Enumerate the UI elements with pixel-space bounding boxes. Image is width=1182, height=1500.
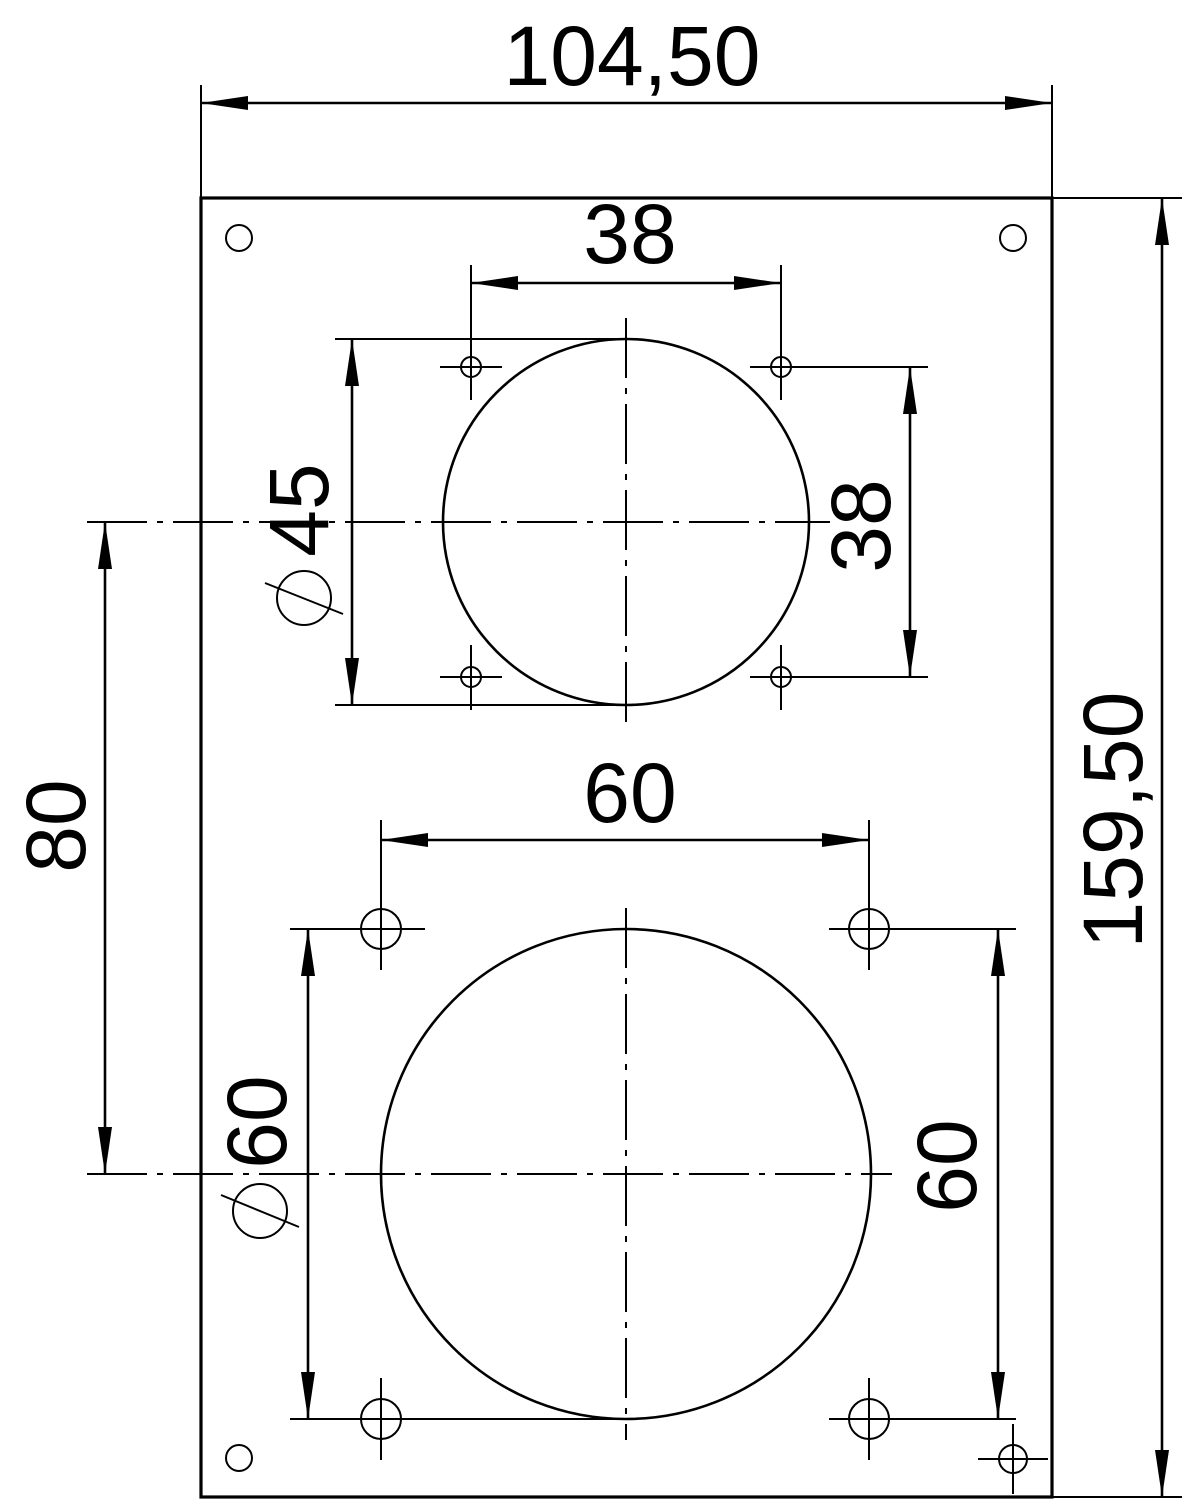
lower-hole-top-left (290, 820, 425, 970)
overall-width-label: 104,50 (504, 9, 761, 103)
arrow-up-icon (98, 522, 112, 569)
arrow-down-icon (991, 1372, 1005, 1419)
arrow-up-icon (1155, 198, 1169, 245)
corner-hole-top-right (999, 224, 1027, 252)
upper-hole-spacing-vertical-dimension: 38 (814, 367, 917, 677)
arrow-left-icon (471, 276, 518, 290)
upper-hole-spacing-horizontal-label: 38 (583, 187, 676, 281)
arrow-down-icon (345, 658, 359, 705)
arrow-right-icon (734, 276, 781, 290)
center-distance-label: 80 (9, 779, 103, 872)
arrow-down-icon (1155, 1450, 1169, 1497)
arrow-down-icon (98, 1127, 112, 1174)
upper-hole-bottom-right (750, 645, 928, 710)
lower-hole-spacing-vertical-dimension: 60 (900, 929, 1005, 1419)
arrow-left-icon (381, 833, 428, 847)
upper-hole-top-right (750, 265, 928, 400)
corner-hole-bottom-left (225, 1444, 253, 1472)
upper-hole-spacing-horizontal-dimension: 38 (471, 187, 781, 290)
lower-hole-top-right (829, 820, 1016, 970)
plate-outline (199, 196, 1054, 1499)
center-distance-dimension: 80 (9, 522, 112, 1174)
upper-hole-top-left (440, 265, 502, 400)
upper-cutout: 38 38 45 (87, 187, 928, 722)
arrow-right-icon (822, 833, 869, 847)
arrow-down-icon (903, 630, 917, 677)
arrow-up-icon (345, 339, 359, 386)
overall-width-dimension: 104,50 (200, 9, 1053, 198)
upper-hole-bottom-left (440, 645, 502, 710)
lower-diameter-label: 60 (210, 1075, 304, 1168)
arrow-left-icon (201, 96, 248, 110)
diameter-symbol-icon (264, 570, 344, 626)
lower-hole-spacing-vertical-label: 60 (900, 1119, 994, 1212)
arrow-up-icon (301, 929, 315, 976)
arrow-up-icon (903, 367, 917, 414)
upper-diameter-dimension: 45 (252, 338, 626, 706)
corner-hole-bottom-right (978, 1424, 1048, 1494)
overall-height-label: 159,50 (1066, 692, 1160, 949)
arrow-right-icon (1005, 96, 1052, 110)
lower-hole-bottom-right (829, 1378, 1016, 1460)
arrow-down-icon (301, 1372, 315, 1419)
upper-hole-spacing-vertical-label: 38 (814, 479, 908, 572)
lower-cutout: 60 60 60 (87, 746, 1016, 1460)
arrow-up-icon (991, 929, 1005, 976)
lower-hole-spacing-horizontal-label: 60 (583, 746, 676, 840)
overall-height-dimension: 159,50 (1052, 197, 1182, 1498)
corner-hole-top-left (225, 224, 253, 252)
diameter-symbol-icon (220, 1183, 300, 1239)
upper-diameter-label: 45 (252, 463, 346, 556)
lower-hole-spacing-horizontal-dimension: 60 (381, 746, 869, 847)
lower-diameter-dimension: 60 (210, 929, 315, 1419)
